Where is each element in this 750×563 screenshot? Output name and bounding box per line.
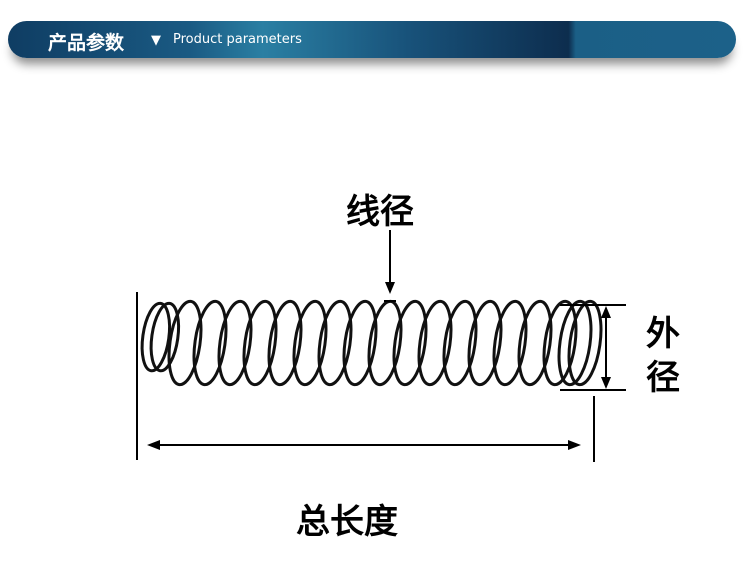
spring-coil bbox=[567, 299, 603, 387]
arrowhead-up bbox=[601, 306, 611, 318]
spring-coil bbox=[242, 299, 278, 387]
spring-coil bbox=[292, 299, 328, 387]
arrowhead-wire bbox=[385, 282, 395, 294]
spring-coil bbox=[517, 299, 553, 387]
spring-coil bbox=[342, 299, 378, 387]
outer-diameter-label-2: 径 bbox=[646, 358, 680, 398]
arrowhead-down bbox=[601, 377, 611, 389]
spring-coil bbox=[492, 299, 528, 387]
spring-coil bbox=[267, 299, 303, 387]
spring-coil bbox=[317, 299, 353, 387]
spring-coil bbox=[442, 299, 478, 387]
section-subtitle: Product parameters bbox=[173, 32, 302, 47]
spring bbox=[140, 299, 603, 387]
arrowhead-left bbox=[147, 440, 160, 450]
total-length-label: 总长度 bbox=[296, 502, 398, 542]
outer-diameter-label-1: 外 bbox=[646, 314, 680, 354]
spring-coil bbox=[149, 301, 181, 373]
spring-coil bbox=[467, 299, 503, 387]
spring-coil bbox=[557, 299, 593, 387]
spring-coil bbox=[417, 299, 453, 387]
spring-coil bbox=[192, 299, 228, 387]
spring-coil bbox=[392, 299, 428, 387]
spring-coil bbox=[542, 299, 578, 387]
spring-coil bbox=[140, 301, 172, 373]
wire-diameter-label: 线径 bbox=[346, 192, 414, 232]
spring-coil bbox=[167, 299, 203, 387]
section-title: 产品参数 bbox=[48, 32, 125, 54]
arrowhead-right bbox=[568, 440, 581, 450]
section-header-banner: 产品参数 ▼ Product parameters bbox=[8, 21, 736, 58]
spring-coil bbox=[217, 299, 253, 387]
triangle-down-icon: ▼ bbox=[151, 33, 161, 48]
spring-coil bbox=[367, 299, 403, 387]
